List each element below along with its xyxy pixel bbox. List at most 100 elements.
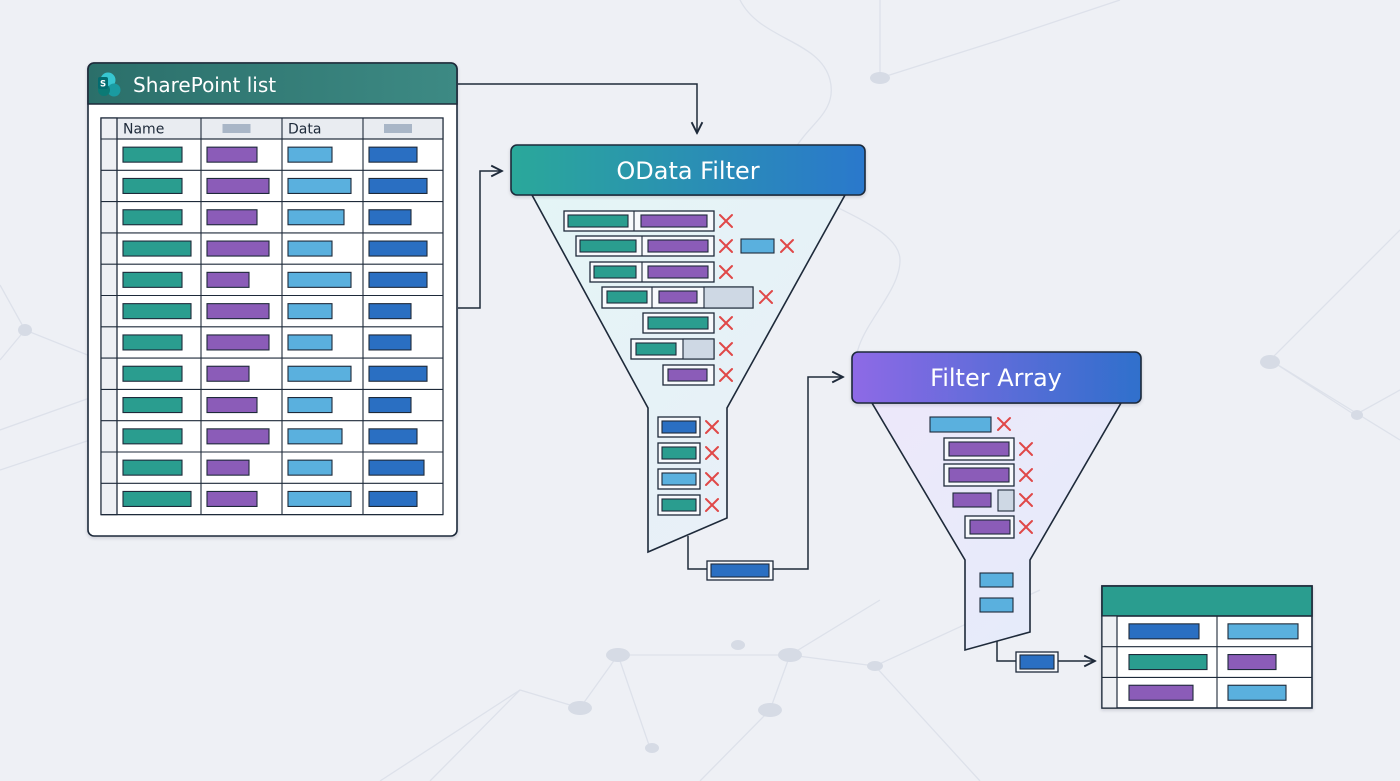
sharepoint-logo-letter: S	[100, 80, 106, 90]
list-cell-bar	[206, 271, 250, 288]
transit-record-bar	[1019, 654, 1055, 670]
result-table-records	[1101, 615, 1312, 709]
cross-icon	[705, 420, 719, 434]
cross-icon	[759, 290, 773, 304]
odata-filter-records	[563, 210, 794, 516]
result-cell-bar	[1128, 653, 1208, 671]
record-bar	[979, 597, 1014, 613]
record-bar	[606, 290, 648, 304]
list-cell-bar	[122, 240, 192, 257]
list-cell-bar	[368, 177, 428, 194]
list-cell-bar	[122, 428, 183, 445]
record-bar	[647, 265, 709, 279]
record-bar	[661, 498, 697, 512]
cross-icon	[719, 342, 733, 356]
list-cell-bar	[122, 146, 183, 163]
column-header-name: Name	[123, 122, 164, 138]
list-cell-bar	[287, 209, 345, 226]
record-bar	[667, 368, 708, 382]
cross-icon	[1019, 493, 1033, 507]
list-cell-bar	[206, 334, 270, 351]
record-bar	[647, 316, 709, 330]
list-cell-bar	[206, 240, 270, 257]
result-cell-bar	[1227, 653, 1277, 671]
record-bar	[661, 420, 697, 434]
column-header-2	[222, 124, 251, 133]
column-header-data: Data	[288, 122, 321, 138]
row-selector-column	[100, 117, 118, 516]
list-cell-bar	[287, 177, 352, 194]
list-cell-bar	[206, 177, 270, 194]
record-bar	[640, 214, 708, 228]
cross-icon	[1019, 468, 1033, 482]
list-cell-bar	[368, 490, 418, 508]
list-cell-bar	[287, 146, 333, 163]
list-cell-bar	[122, 334, 183, 351]
list-cell-bar	[206, 428, 270, 445]
cross-icon	[719, 214, 733, 228]
list-cell-bar	[206, 146, 258, 163]
result-cell-bar	[1128, 623, 1200, 640]
list-cell-bar	[206, 459, 250, 476]
cross-icon	[705, 446, 719, 460]
flow-connectors	[458, 83, 1095, 661]
cross-icon	[705, 472, 719, 486]
column-header-4	[384, 124, 412, 133]
background-nodes	[18, 72, 1363, 753]
list-cell-bar	[122, 490, 192, 508]
record-bar	[567, 214, 629, 228]
arrow-icon	[458, 171, 502, 309]
list-cell-bar	[206, 303, 270, 320]
record-bar	[969, 519, 1011, 535]
list-cell-bar	[368, 209, 412, 226]
result-table-header	[1101, 585, 1313, 617]
filter-array-title: Filter Array	[930, 364, 1062, 392]
record-bar	[661, 472, 697, 486]
empty-cell	[997, 489, 1015, 512]
record-bar	[952, 492, 992, 508]
list-cell-bar	[287, 396, 333, 414]
row-selector-column	[1101, 615, 1118, 709]
list-cell-bar	[287, 365, 352, 382]
list-cell-bar	[368, 428, 418, 445]
list-cell-bar	[206, 365, 250, 382]
list-cell-bar	[122, 209, 183, 226]
list-cell-bar	[368, 459, 425, 476]
cross-icon	[719, 239, 733, 253]
arrow-icon	[996, 636, 1095, 661]
result-cell-bar	[1128, 684, 1194, 701]
sharepoint-table: Name Data	[100, 117, 444, 516]
filter-array-records	[929, 416, 1033, 613]
record-bar	[661, 446, 697, 460]
record-bar	[647, 239, 709, 253]
list-cell-bar	[368, 334, 412, 351]
list-cell-bar	[368, 146, 418, 163]
cross-icon	[780, 239, 794, 253]
list-cell-bar	[287, 240, 333, 257]
cross-icon	[997, 417, 1011, 431]
result-cell-bar	[1227, 623, 1299, 640]
record-bar	[658, 290, 698, 304]
empty-cell	[682, 338, 715, 360]
list-cell-bar	[287, 459, 333, 476]
record-bar	[740, 238, 775, 254]
sharepoint-list-title: SharePoint list	[133, 73, 276, 97]
list-cell-bar	[287, 490, 352, 508]
empty-cell	[703, 286, 754, 309]
list-cell-bar	[206, 209, 258, 226]
record-bar	[948, 467, 1010, 483]
list-cell-bar	[206, 396, 258, 414]
transit-record-bar	[710, 563, 770, 578]
cross-icon	[1019, 520, 1033, 534]
odata-filter-title: OData Filter	[616, 157, 759, 185]
list-cell-bar	[368, 240, 428, 257]
record-bar	[635, 342, 677, 356]
list-cell-bar	[287, 271, 352, 288]
record-bar	[929, 416, 992, 433]
cross-icon	[719, 316, 733, 330]
transit-records	[706, 560, 1059, 673]
list-cell-bar	[368, 303, 412, 320]
list-cell-bar	[206, 490, 258, 508]
